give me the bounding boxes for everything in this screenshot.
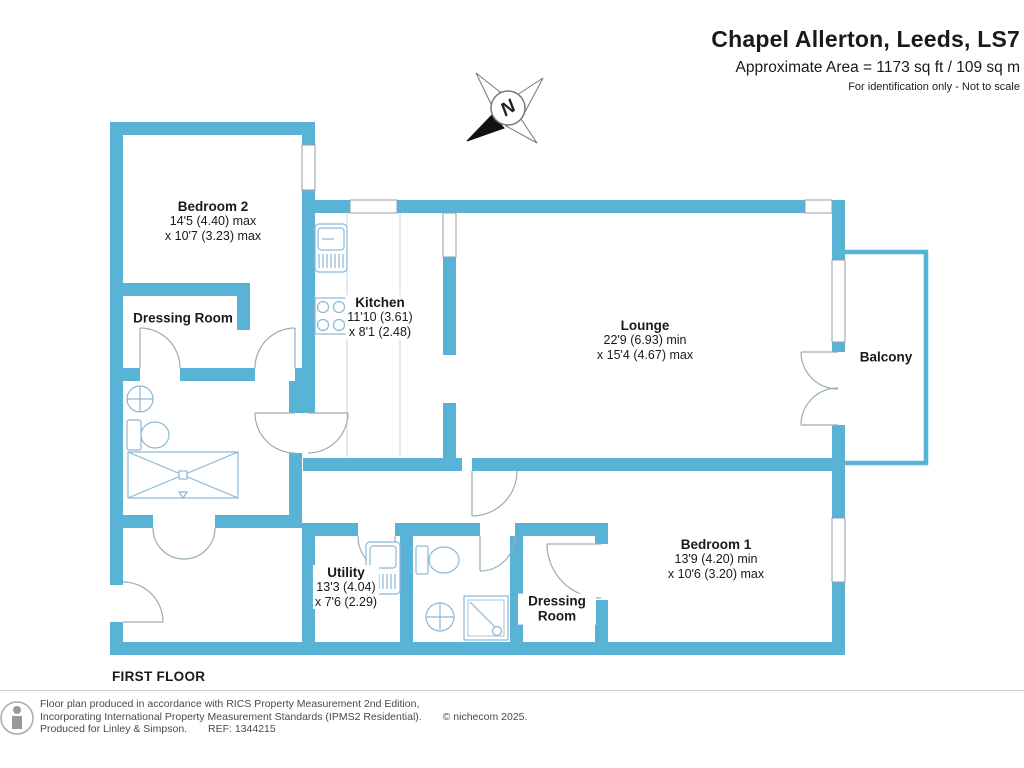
room-label-lounge: Lounge 22'9 (6.93) min x 15'4 (4.67) max — [594, 318, 696, 362]
window-bedroom1 — [831, 517, 846, 583]
hob-icon — [314, 297, 348, 335]
kitchen-sink-icon — [314, 223, 348, 273]
footer: Floor plan produced in accordance with R… — [0, 690, 1024, 740]
person-info-icon — [0, 701, 34, 735]
room-dim: x 7'6 (2.29) — [314, 594, 378, 609]
room-name: Bedroom 2 — [177, 199, 249, 215]
door-balcony-french — [800, 351, 839, 426]
room-label-kitchen: Kitchen 11'10 (3.61) x 8'1 (2.48) — [345, 295, 415, 339]
room-label-bedroom-1: Bedroom 1 13'9 (4.20) min x 10'6 (3.20) … — [665, 537, 767, 581]
footer-line3: Produced for Linley & Simpson. REF: 1344… — [40, 723, 527, 736]
door-entry — [122, 581, 164, 623]
room-name: Dressing Room — [528, 593, 586, 624]
floor-label: FIRST FLOOR — [112, 669, 206, 684]
door-corridor — [471, 470, 518, 517]
room-name: Bedroom 1 — [680, 537, 752, 553]
room-label-dressing-room-lower: Dressing Room — [518, 593, 596, 625]
room-name: Balcony — [859, 349, 913, 365]
window-kitchen — [349, 199, 398, 214]
page-title: Chapel Allerton, Leeds, LS7 — [711, 26, 1020, 52]
balcony-outline — [845, 249, 929, 466]
door-closet-double — [152, 527, 216, 560]
compass-rose-icon: N — [466, 72, 544, 144]
toilet-icon — [126, 419, 170, 451]
room-name: Kitchen — [355, 295, 405, 311]
door-shower-room — [479, 535, 516, 572]
footer-line2-text: Incorporating International Property Mea… — [40, 710, 422, 723]
doors — [122, 327, 839, 623]
room-dim: 13'3 (4.04) — [316, 580, 376, 595]
room-label-balcony: Balcony — [858, 349, 915, 364]
toilet2-icon — [415, 545, 460, 575]
window-bedroom2 — [301, 144, 316, 191]
door-dressing-left — [139, 327, 181, 369]
room-dim: x 15'4 (4.67) max — [596, 347, 694, 362]
header: Chapel Allerton, Leeds, LS7 Approximate … — [711, 26, 1020, 93]
room-dim: 11'10 (3.61) — [347, 310, 413, 325]
basin2-icon — [425, 602, 455, 632]
room-name: Utility — [327, 565, 365, 581]
room-label-dressing-room-upper: Dressing Room — [131, 310, 235, 326]
room-dim: 22'9 (6.93) min — [603, 333, 687, 348]
room-dim: 14'5 (4.40) max — [169, 214, 257, 229]
approximate-area: Approximate Area = 1173 sq ft / 109 sq m — [735, 59, 1020, 76]
footer-produced-for: Produced for Linley & Simpson. — [40, 723, 188, 735]
room-label-utility: Utility 13'3 (4.04) x 7'6 (2.29) — [312, 565, 380, 609]
footer-ref: REF: 1344215 — [208, 723, 276, 735]
room-dim: x 10'6 (3.20) max — [667, 566, 765, 581]
footer-line2: Incorporating International Property Mea… — [40, 711, 527, 724]
fixtures — [126, 223, 509, 641]
room-dim: 13'9 (4.20) min — [674, 552, 758, 567]
identification-note: For identification only - Not to scale — [848, 81, 1020, 93]
room-label-bedroom-2: Bedroom 2 14'5 (4.40) max x 10'7 (3.23) … — [162, 199, 264, 243]
door-dressing2 — [546, 543, 602, 599]
room-dim: x 10'7 (3.23) max — [164, 228, 262, 243]
bath-icon — [127, 451, 239, 500]
footer-text: Floor plan produced in accordance with R… — [40, 698, 527, 736]
shower-icon — [463, 595, 509, 641]
footer-copyright: © nichecom 2025. — [442, 710, 528, 723]
window-lounge — [831, 259, 846, 343]
door-dressing-right — [254, 327, 296, 369]
door-bathroom — [254, 412, 296, 454]
door-kitchen — [307, 412, 349, 454]
room-name: Dressing Room — [133, 310, 233, 326]
room-name: Lounge — [620, 318, 670, 334]
basin-icon — [126, 385, 154, 413]
walls — [110, 122, 845, 655]
windows — [301, 144, 846, 583]
room-dim: x 8'1 (2.48) — [348, 324, 412, 339]
footer-line1: Floor plan produced in accordance with R… — [40, 698, 420, 710]
window-lounge-top — [804, 199, 833, 214]
glazed-partition — [442, 212, 457, 258]
